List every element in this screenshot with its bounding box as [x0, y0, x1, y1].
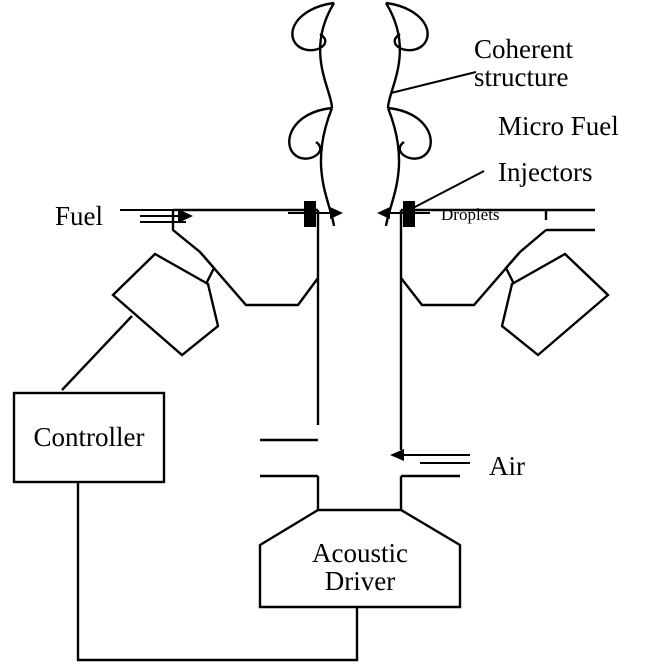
micro-fuel-label-line2: Injectors — [498, 157, 592, 187]
left-plenum — [171, 208, 320, 425]
acoustic-driver-box — [258, 508, 462, 609]
fuel-arrow — [120, 209, 193, 223]
coherent-leader-line — [390, 71, 477, 94]
right-plenum — [399, 208, 548, 450]
droplets-label: Droplets — [441, 205, 500, 224]
acoustic-label-line2: Driver — [325, 566, 395, 596]
right-droplet-arrow — [377, 207, 430, 219]
controller-driver-wire — [76, 482, 359, 662]
air-arrow — [390, 449, 470, 464]
injector-leader-line — [412, 170, 485, 209]
left-droplet-arrow — [288, 207, 343, 219]
controller-box — [12, 391, 166, 484]
micro-fuel-label-line1: Micro Fuel — [498, 111, 619, 141]
coherent-label-line2: structure — [474, 62, 568, 92]
right-actuator — [500, 251, 610, 357]
coherent-structure-right — [384, 1, 432, 227]
fuel-label: Fuel — [55, 201, 103, 231]
left-actuator — [61, 251, 220, 391]
coherent-structure-left — [288, 1, 336, 227]
coherent-label-line1: Coherent — [474, 34, 573, 64]
controller-label: Controller — [34, 422, 145, 452]
acoustic-label-line1: Acoustic — [312, 538, 408, 568]
air-label: Air — [489, 451, 525, 481]
